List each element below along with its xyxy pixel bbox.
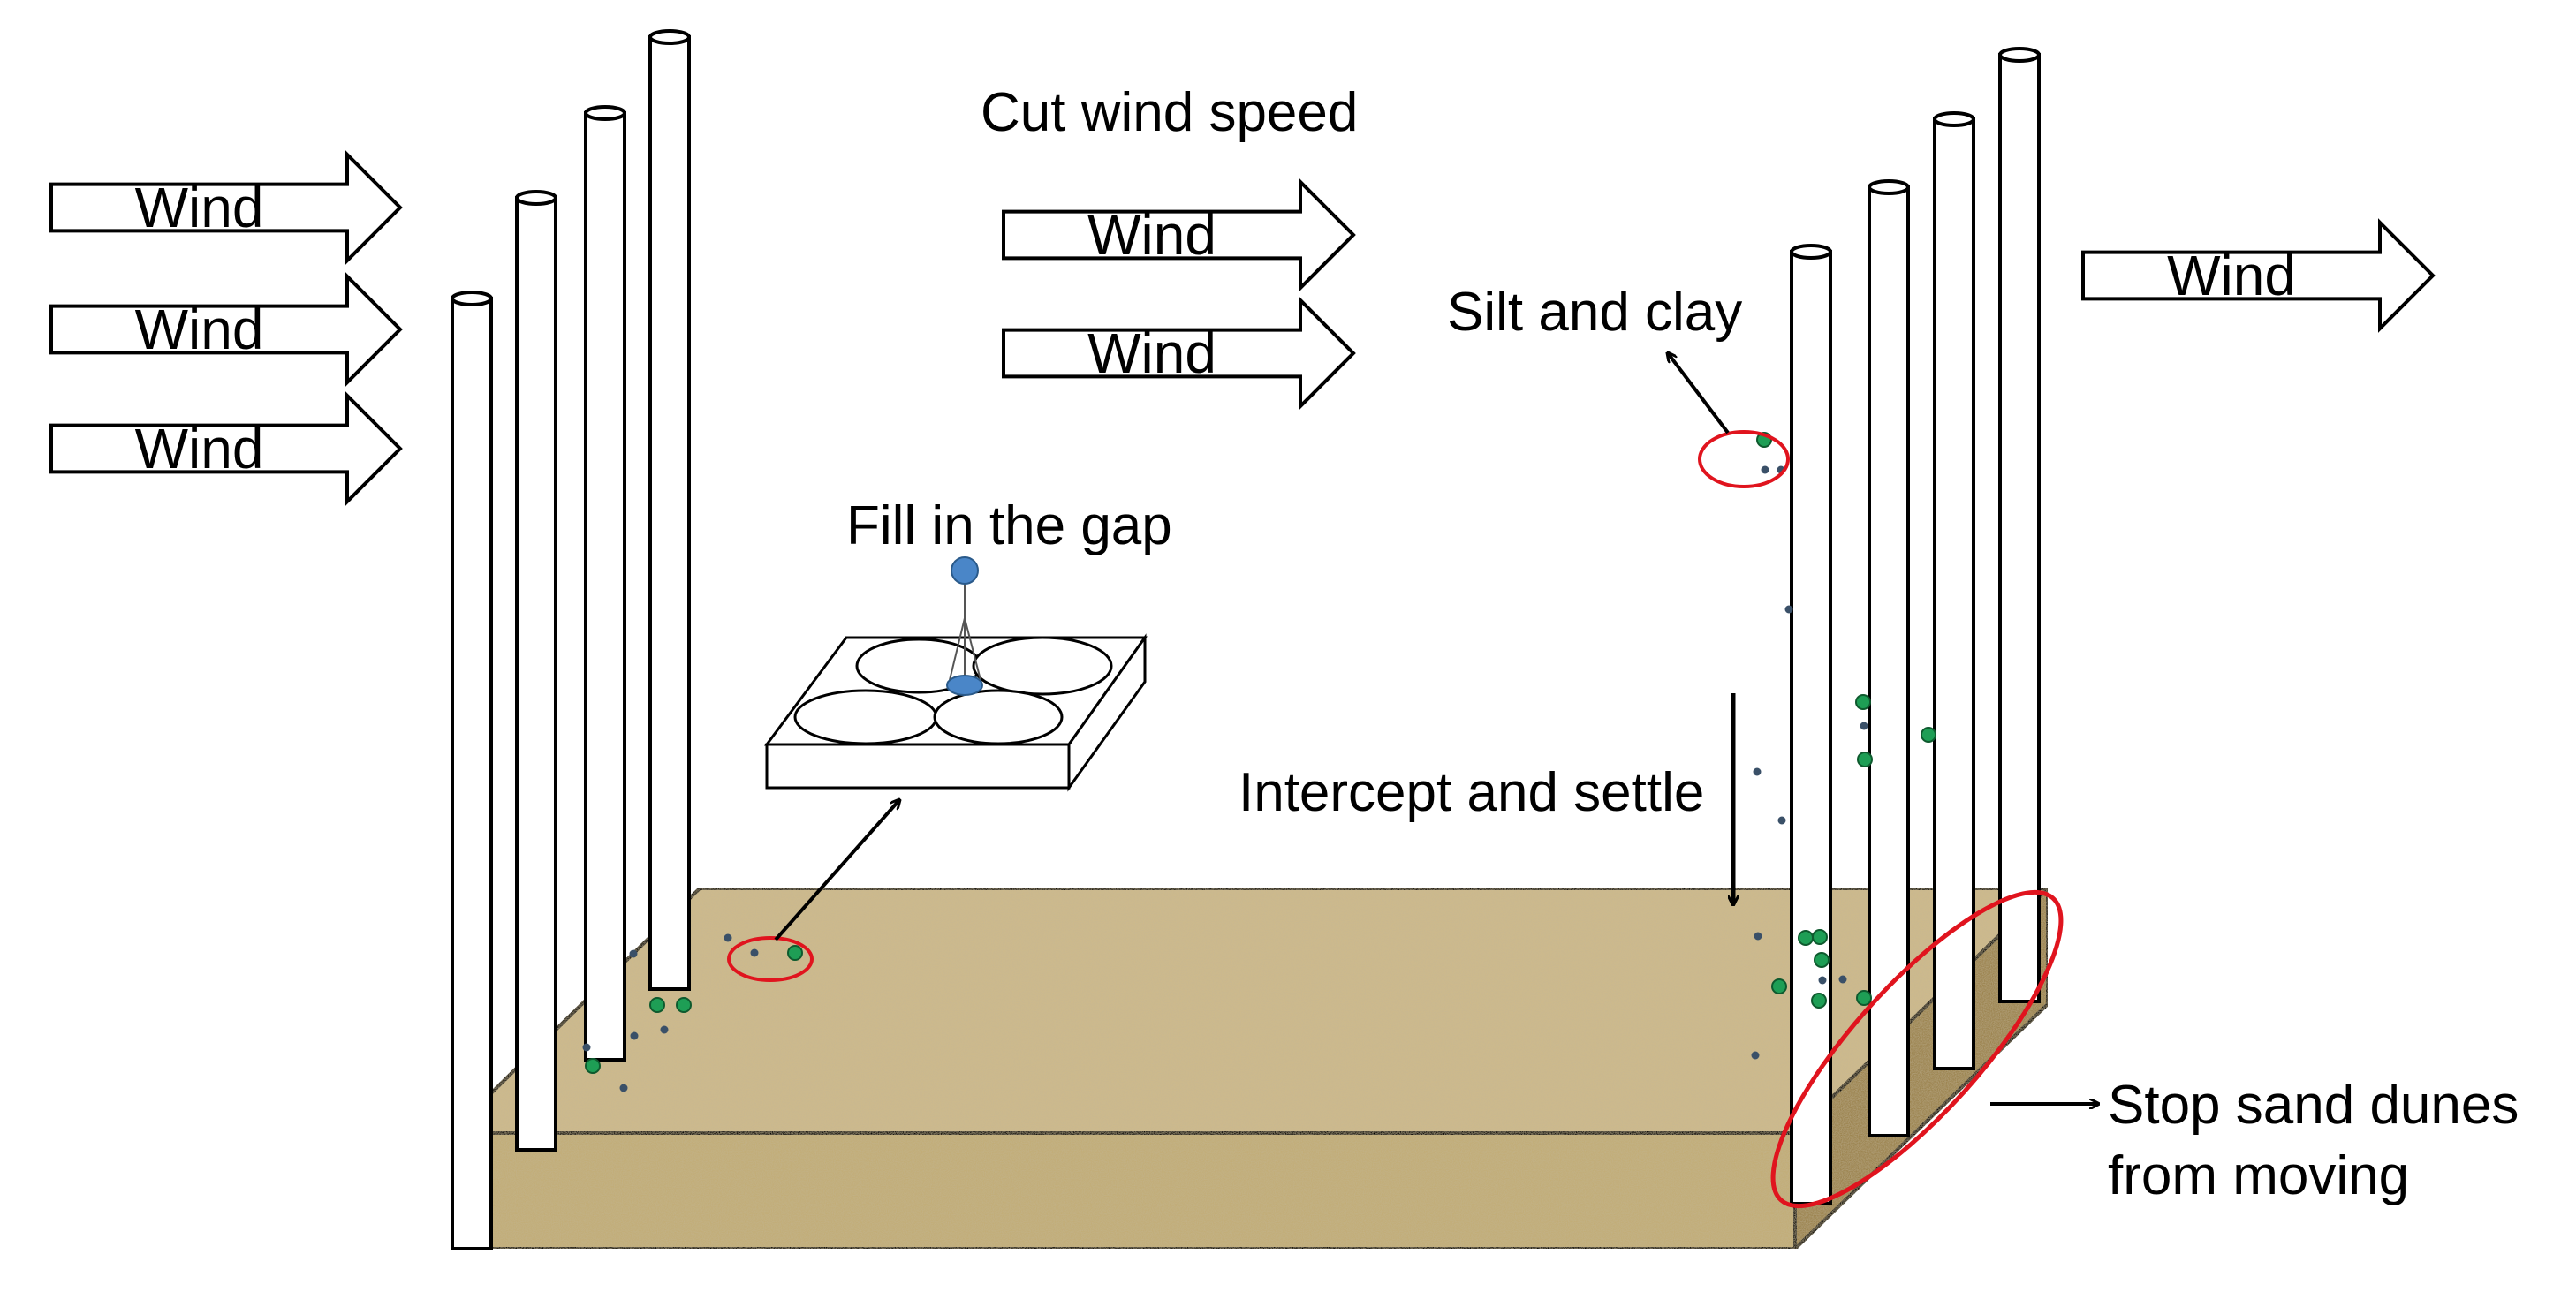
sand-grain-ellipse (972, 636, 1113, 696)
left-pole-3 (584, 105, 626, 1062)
clay-particle (750, 948, 759, 957)
silt-particle (1857, 752, 1873, 767)
clay-particle (1818, 976, 1827, 985)
clay-particle (1761, 465, 1769, 474)
silt-particle (1811, 993, 1827, 1009)
wind-arrow-label: Wind (2167, 244, 2296, 307)
red-circle-fill-gap (727, 936, 814, 982)
right-fence-poles (1790, 47, 2041, 1205)
arrow-to-silt-label (1668, 353, 1730, 434)
silt-particle (649, 997, 665, 1013)
wind-arrow-label: Wind (135, 417, 264, 480)
text-labels: Cut wind speed Silt and clay Fill in the… (846, 82, 2519, 1206)
wind-arrow-shape (1002, 178, 1356, 292)
sand-slab-front (449, 1131, 1797, 1250)
silt-particle (1856, 990, 1872, 1006)
clay-particle (619, 1084, 628, 1092)
left-pole-2 (515, 190, 557, 1152)
wind-arrow-label: Wind (1087, 203, 1216, 267)
fine-particle-settled (946, 675, 983, 696)
right-pole-1 (1790, 244, 1832, 1205)
highlights (727, 430, 2064, 1209)
label-from-moving: from moving (2108, 1145, 2409, 1206)
silt-particle (1771, 978, 1787, 994)
clay-particle (1751, 1051, 1760, 1060)
wind-arrow-shape (49, 391, 403, 506)
left-pole-4 (648, 29, 691, 991)
clay-particle (724, 933, 732, 942)
left-pole-1 (451, 291, 493, 1250)
wind-arrow: Wind (49, 391, 403, 506)
red-circle-silt-clay (1698, 430, 1790, 488)
clay-particle (582, 1043, 591, 1052)
silt-particle (676, 997, 692, 1013)
right-pole-2 (1868, 179, 1910, 1137)
label-intercept-and-settle: Intercept and settle (1239, 762, 1704, 823)
wind-arrow: Wind (2081, 218, 2436, 333)
wind-arrow-shape (49, 150, 403, 265)
clay-particle (660, 1025, 669, 1034)
silt-particle (787, 945, 803, 961)
inset-box-front (765, 743, 1071, 790)
wind-arrow-label: Wind (135, 298, 264, 361)
silt-particle (1812, 929, 1828, 945)
wind-arrow: Wind (1002, 296, 1356, 411)
clay-particle (630, 1031, 639, 1040)
wind-arrow-shape (2081, 218, 2436, 333)
clay-particle (1860, 722, 1868, 730)
clay-particle (1784, 605, 1793, 614)
sand-grain-ellipse (933, 689, 1064, 745)
pore-inset (764, 556, 1148, 792)
wind-arrow: Wind (49, 150, 403, 265)
silt-particle (1921, 727, 1936, 743)
label-silt-and-clay: Silt and clay (1447, 282, 1742, 343)
wind-arrow-label: Wind (135, 176, 264, 239)
arrow-to-inset (774, 800, 899, 941)
wind-arrow: Wind (49, 272, 403, 387)
silt-particle (1855, 694, 1871, 710)
pointer-arrows (774, 353, 2098, 1104)
wind-arrow-label: Wind (1087, 321, 1216, 385)
fine-particle-ball (951, 556, 979, 585)
fine-particle-spread (949, 617, 981, 681)
right-pole-4 (1998, 47, 2041, 1003)
wind-arrow: Wind (1002, 178, 1356, 292)
label-stop-sand-dunes: Stop sand dunes (2108, 1075, 2519, 1136)
clay-particle (1753, 767, 1762, 776)
wind-arrow-shape (49, 272, 403, 387)
red-circle-dune-edge (1770, 889, 2064, 1209)
clay-particle (1754, 932, 1762, 941)
wind-arrow-shape (1002, 296, 1356, 411)
clay-particle (1777, 816, 1786, 825)
label-cut-wind-speed: Cut wind speed (981, 82, 1358, 143)
silt-particle (1798, 930, 1814, 946)
left-fence-poles (451, 29, 691, 1250)
sand-grain-ellipse (793, 689, 938, 745)
inset-box-side (1067, 633, 1147, 792)
label-fill-in-the-gap: Fill in the gap (846, 495, 1172, 556)
silt-particle (585, 1058, 601, 1074)
clay-particle (1838, 975, 1847, 984)
silt-particle (1814, 952, 1830, 968)
clay-particle (629, 949, 638, 958)
right-pole-3 (1933, 111, 1975, 1070)
